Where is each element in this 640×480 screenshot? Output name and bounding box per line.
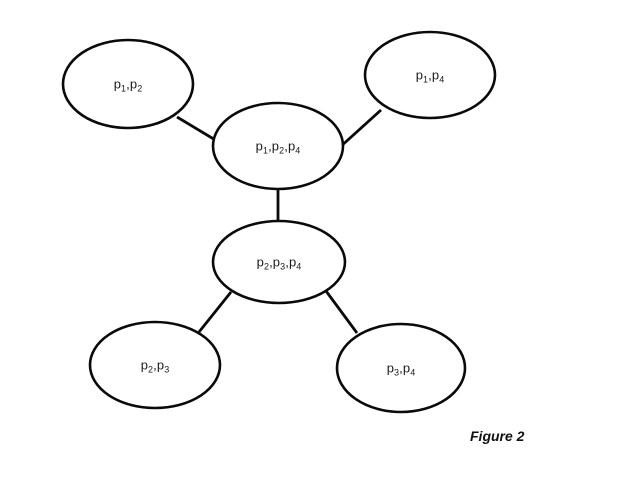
- graph-edge: [176, 115, 218, 143]
- graph-node-n-p1-p4[interactable]: [363, 30, 497, 120]
- node-label-n-p3-p4: p3,p4: [386, 360, 416, 378]
- node-label-n-p2-p3: p2,p3: [140, 357, 170, 375]
- node-layer: [61, 30, 497, 414]
- node-label-n-p2-p3-p4: p2,p3,p4: [256, 254, 302, 272]
- node-label-n-p1-p4: p1,p4: [415, 67, 445, 85]
- graph-node-n-p2-p3-p4[interactable]: [211, 219, 347, 305]
- graph-edge: [338, 108, 382, 150]
- graph-node-n-p2-p3[interactable]: [88, 320, 222, 410]
- graph-edge: [324, 290, 359, 334]
- node-label-n-p1-p2-p4: p1,p2,p4: [255, 138, 301, 156]
- node-label-n-p1-p2: p1,p2: [113, 76, 143, 94]
- graph-node-n-p3-p4[interactable]: [335, 322, 467, 414]
- edge-layer: [176, 108, 382, 334]
- graph-node-n-p1-p2[interactable]: [61, 38, 195, 130]
- graph-node-n-p1-p2-p4[interactable]: [211, 101, 345, 191]
- figure-caption: Figure 2: [470, 428, 525, 444]
- graph-edge: [197, 291, 233, 333]
